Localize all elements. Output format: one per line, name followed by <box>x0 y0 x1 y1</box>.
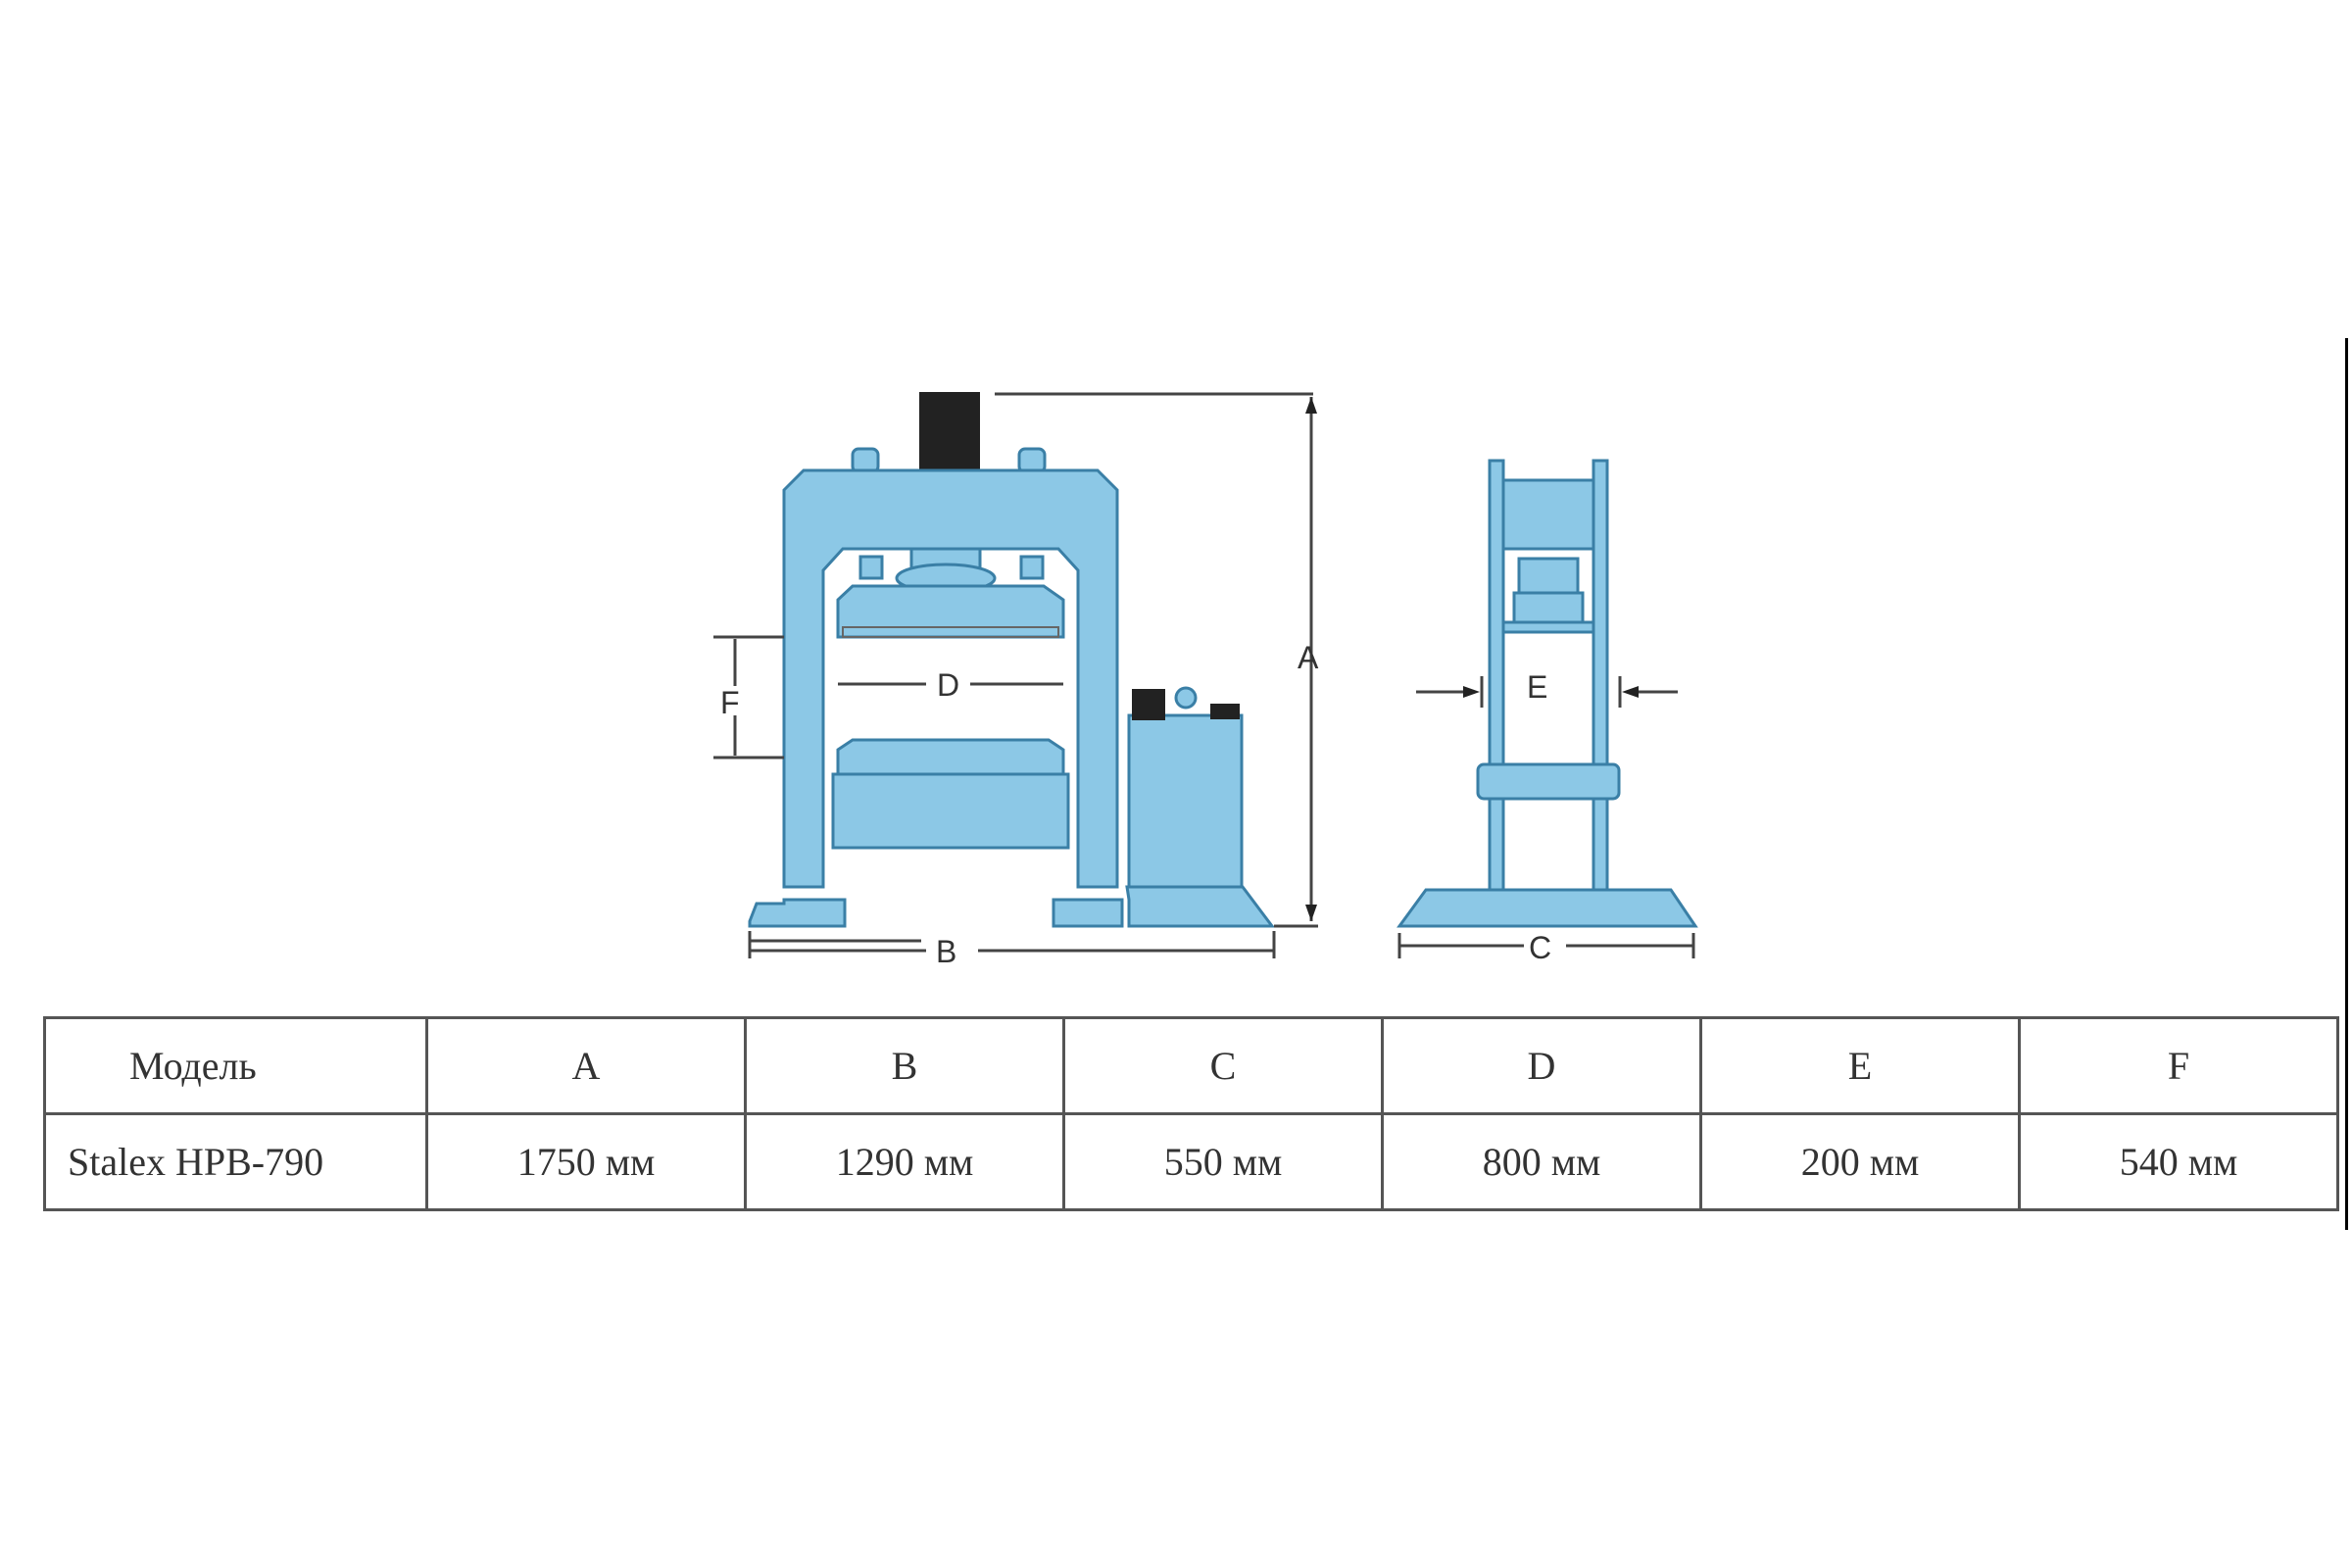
page-edge-line <box>2345 338 2348 1230</box>
label-e: E <box>1527 669 1547 705</box>
value-f: 540 мм <box>2018 1112 2339 1211</box>
header-d: D <box>1381 1016 1702 1115</box>
header-f: F <box>2018 1016 2339 1115</box>
left-foot <box>748 898 847 928</box>
spec-table: Модель A B C D E F Stalex HPB-790 1750 м… <box>43 1016 2339 1211</box>
side-view: E C <box>1396 459 1698 965</box>
header-c: C <box>1062 1016 1384 1115</box>
label-c: C <box>1529 930 1551 965</box>
value-d: 800 мм <box>1381 1112 1702 1211</box>
pump-unit <box>1127 713 1244 904</box>
lower-table <box>836 738 1065 776</box>
label-b: B <box>936 934 956 969</box>
side-base <box>1396 888 1698 928</box>
label-f: F <box>720 685 740 720</box>
side-column-right <box>1592 459 1609 894</box>
front-view: A B D F <box>713 392 1319 969</box>
side-column-left <box>1488 459 1505 894</box>
motor-block <box>919 392 980 472</box>
label-a: A <box>1298 640 1319 675</box>
value-c: 550 мм <box>1062 1112 1384 1211</box>
value-b: 1290 мм <box>744 1112 1065 1211</box>
table-header-row: Модель A B C D E F <box>43 1016 2339 1115</box>
upper-platen <box>836 584 1065 639</box>
right-foot <box>1052 898 1124 928</box>
header-b: B <box>744 1016 1065 1115</box>
press-dimension-diagram: A B D F E <box>713 392 1698 969</box>
value-e: 200 мм <box>1699 1112 2021 1211</box>
header-e: E <box>1699 1016 2021 1115</box>
table-row: Stalex HPB-790 1750 мм 1290 мм 550 мм 80… <box>43 1112 2339 1211</box>
model-name: Stalex HPB-790 <box>43 1112 428 1211</box>
header-a: A <box>425 1016 747 1115</box>
press-frame <box>782 468 1119 889</box>
header-model: Модель <box>43 1016 428 1115</box>
label-d: D <box>937 667 959 703</box>
value-a: 1750 мм <box>425 1112 747 1211</box>
